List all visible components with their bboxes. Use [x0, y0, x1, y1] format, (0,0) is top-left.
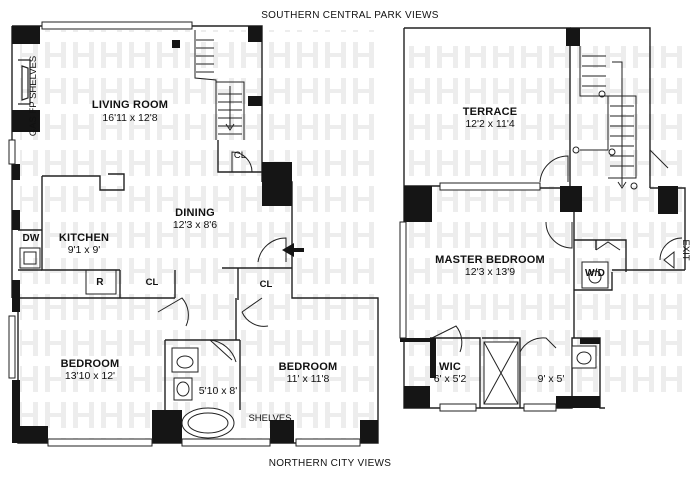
dining-name: DINING — [175, 207, 215, 219]
master-bedroom-name: MASTER BEDROOM — [435, 254, 545, 266]
kitchen-dims: 9'1 x 9' — [67, 244, 101, 256]
right-staircase — [572, 46, 638, 190]
living-room-name: LIVING ROOM — [91, 99, 169, 111]
exit-arrow-icon — [663, 250, 675, 270]
refrigerator-label: R — [96, 277, 104, 288]
master-bath-fixtures — [483, 261, 609, 405]
right-unit-thick-walls — [400, 28, 678, 408]
bedroom-1-dims: 13'10 x 12' — [64, 370, 116, 382]
dishwasher-label: DW — [22, 233, 40, 244]
left-unit-windows — [8, 21, 361, 447]
kitchen-fixtures — [19, 247, 117, 295]
fireplace — [18, 59, 31, 105]
bath-fixtures — [171, 347, 235, 439]
dining-dims: 12'3 x 8'6 — [172, 219, 218, 231]
top-view-label: SOUTHERN CENTRAL PARK VIEWS — [261, 10, 439, 21]
wic-dims: 6' x 5'2 — [433, 373, 467, 385]
living-closet-label: CL — [233, 150, 247, 161]
terrace-name: TERRACE — [462, 106, 518, 118]
bedroom-2-dims: 11' x 11'8 — [286, 373, 330, 385]
master-bath-dims: 9' x 5' — [537, 373, 565, 385]
terrace-dims: 12'2 x 11'4 — [465, 118, 515, 130]
bath-1-dims: 5'10 x 8' — [198, 385, 238, 397]
right-unit-windows — [399, 182, 557, 412]
bedroom-2-name: BEDROOM — [278, 361, 338, 373]
kitchen-name: KITCHEN — [58, 232, 110, 244]
bedroom-1-name: BEDROOM — [60, 358, 120, 370]
left-unit-thick-walls — [12, 26, 378, 443]
shelves-label: SHELVES — [248, 413, 292, 424]
right-unit-doors — [431, 155, 683, 353]
bottom-view-label: NORTHERN CITY VIEWS — [268, 458, 392, 469]
washer-dryer-label: W/D — [584, 268, 606, 279]
hall-closet-1-label: CL — [145, 277, 159, 288]
exit-label: EXIT — [680, 239, 691, 261]
hall-closet-2-label: CL — [259, 279, 273, 290]
entry-arrow-icon — [282, 243, 304, 257]
living-room-dims: 16'11 x 12'8 — [102, 112, 158, 124]
wic-name: WIC — [439, 361, 461, 373]
left-staircase — [194, 30, 245, 140]
gas-fp-shelves-label: GAS FP SHELVES — [28, 55, 39, 137]
terrace-edge — [403, 28, 669, 186]
master-bedroom-dims: 12'3 x 13'9 — [464, 266, 516, 278]
left-unit-doors — [157, 151, 287, 363]
